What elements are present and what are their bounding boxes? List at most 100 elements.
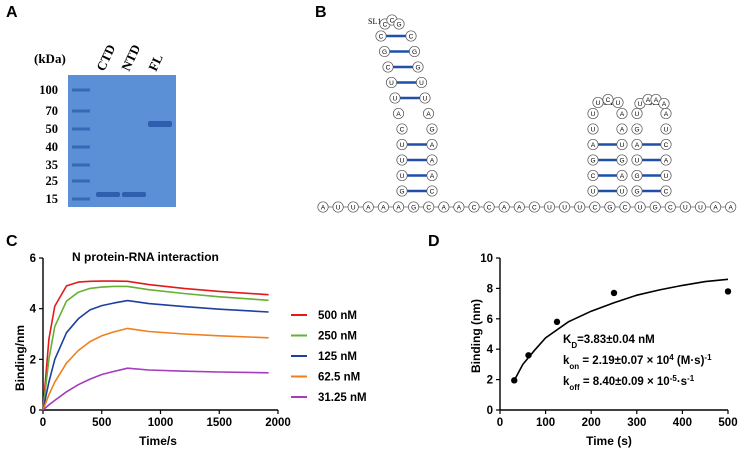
svg-text:U: U (419, 80, 424, 87)
nucleotide: U (415, 76, 428, 89)
svg-text:A: A (430, 173, 435, 180)
gel-marker-label: 70 (46, 104, 59, 118)
svg-text:C: C (592, 204, 597, 211)
svg-text:A: A (662, 101, 667, 108)
chart-d-x-tick-label: 500 (718, 417, 737, 429)
svg-text:G: G (634, 126, 639, 133)
nucleotide: A (513, 201, 525, 213)
nucleotide: G (393, 18, 405, 30)
svg-text:C: C (472, 204, 477, 211)
chart-c-title: N protein-RNA interaction (72, 250, 219, 264)
svg-text:C: C (409, 33, 414, 40)
nucleotide: U (419, 92, 431, 104)
chart-c-legend-label: 62.5 nM (318, 372, 360, 384)
svg-text:A: A (620, 173, 625, 180)
svg-text:C: C (383, 21, 388, 28)
nucleotide: U (694, 201, 707, 213)
svg-text:U: U (400, 142, 405, 149)
nucleotide: C (375, 30, 387, 42)
nucleotide: G (408, 201, 420, 213)
chart-c-series-line (42, 285, 269, 411)
nucleotide: C (664, 201, 676, 213)
gel-marker-label: 25 (46, 174, 59, 188)
nucleotide: C (528, 201, 540, 213)
svg-text:A: A (396, 204, 401, 211)
chart-d-data-point (525, 352, 532, 359)
gel-lane-label: CTD (93, 42, 118, 73)
svg-text:C: C (623, 204, 628, 211)
nucleotide: C (602, 93, 614, 106)
nucleotide: A (710, 201, 722, 213)
chart-d-y-tick-label: 8 (487, 283, 494, 295)
nucleotide: A (616, 107, 628, 120)
svg-text:U: U (683, 204, 688, 211)
chart-c-legend-label: 31.25 nM (318, 392, 367, 404)
nucleotide: C (468, 201, 480, 213)
svg-text:G: G (399, 188, 404, 195)
nucleotide: A (426, 154, 438, 166)
gel-marker-band (72, 109, 90, 113)
svg-text:U: U (635, 111, 640, 118)
chart-d-data-point (553, 318, 561, 326)
chart-c-series-line (42, 367, 269, 411)
nucleotide: U (543, 201, 556, 213)
nucleotide: C (483, 201, 495, 213)
nucleotide: U (385, 76, 398, 89)
svg-text:U: U (351, 204, 356, 211)
chart-d-x-tick-label: 100 (536, 417, 555, 429)
binding-fit-chart: Time (s) Binding (nm) KD=3.83±0.04 nM ko… (469, 253, 738, 448)
chart-d-x-tick-label: 400 (673, 417, 692, 429)
svg-text:U: U (591, 126, 596, 133)
nucleotide: C (382, 61, 394, 73)
svg-text:U: U (389, 80, 394, 87)
svg-text:G: G (429, 126, 434, 133)
svg-text:C: C (591, 173, 596, 180)
nucleotide: U (574, 201, 586, 213)
nucleotide: C (660, 138, 672, 151)
nucleotide: U (660, 169, 672, 182)
svg-text:G: G (634, 173, 639, 180)
nucleotide: G (587, 154, 599, 166)
panel-letter-b: B (315, 4, 327, 21)
svg-text:U: U (562, 204, 567, 211)
svg-text:A: A (442, 204, 447, 211)
nucleotide: A (631, 138, 643, 151)
svg-text:A: A (430, 142, 435, 149)
nucleotide: A (422, 107, 435, 120)
nucleotide: U (396, 169, 408, 182)
nucleotide: G (631, 169, 643, 182)
svg-text:G: G (396, 21, 401, 28)
chart-d-x-tick-label: 0 (497, 417, 503, 429)
nucleotide: G (396, 185, 408, 197)
gel-band-fl (148, 121, 172, 127)
svg-text:A: A (381, 204, 386, 211)
svg-text:A: A (635, 142, 640, 149)
koff-annotation: koff = 8.40±0.09 × 10-5·s-1 (563, 374, 695, 392)
svg-text:G: G (590, 157, 595, 164)
gel-marker-band (72, 145, 90, 149)
svg-text:G: G (412, 49, 417, 56)
nucleotide: G (604, 201, 616, 213)
svg-text:U: U (400, 173, 405, 180)
svg-text:C: C (386, 64, 391, 71)
svg-text:U: U (400, 157, 405, 164)
chart-d-x-tick-label: 200 (582, 417, 601, 429)
nucleotide: A (362, 201, 374, 213)
chart-c-series-line (42, 299, 269, 411)
svg-text:U: U (591, 188, 596, 195)
nucleotide: A (392, 107, 405, 120)
gel-marker-band (72, 163, 90, 167)
gel-marker-label: 50 (46, 122, 59, 136)
nucleotide: C (396, 123, 408, 135)
gel-marker-band (72, 88, 90, 92)
nucleotide: A (616, 123, 628, 135)
gel-lane-label: NTD (118, 42, 143, 73)
nucleotide: A (587, 138, 599, 151)
nucleotide: U (347, 201, 359, 213)
panel-letter-d: D (428, 233, 440, 250)
chart-c-x-tick-label: 1000 (148, 417, 174, 429)
chart-c-x-tick-label: 0 (40, 417, 46, 429)
gel-marker-band (72, 179, 90, 183)
nucleotide: C (589, 201, 601, 213)
